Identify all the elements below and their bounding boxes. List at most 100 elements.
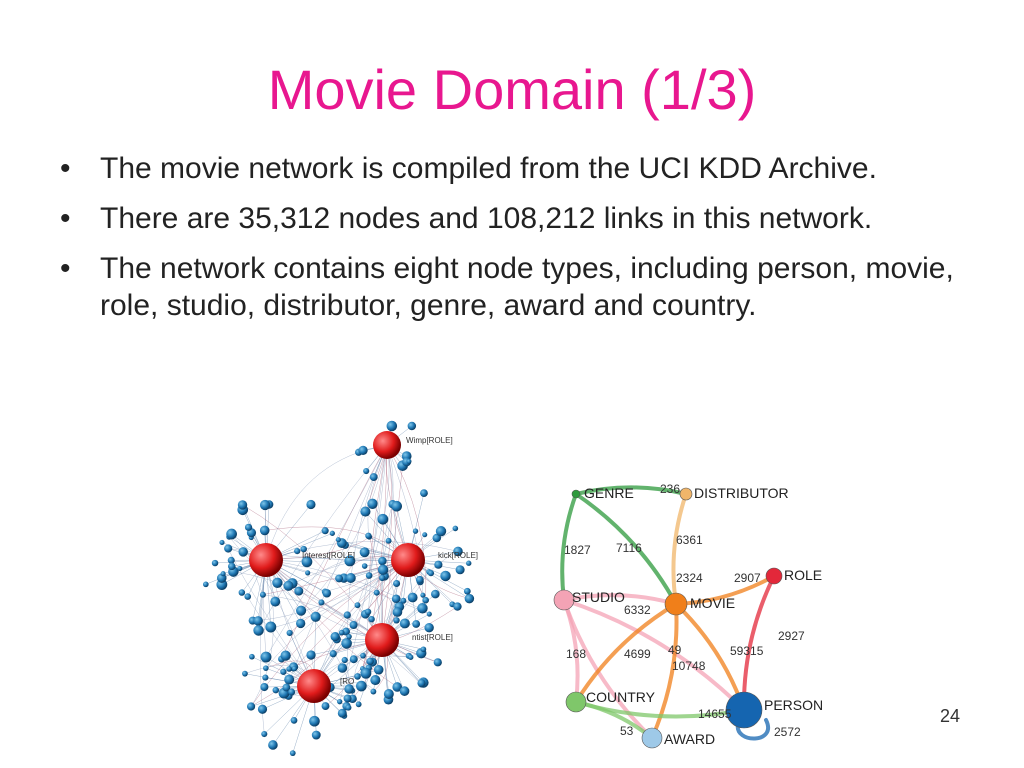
network-edge (386, 444, 397, 621)
schema-node-studio (553, 589, 575, 611)
network-node (272, 577, 283, 588)
network-node (310, 611, 321, 622)
network-node (337, 663, 348, 673)
network-node (335, 574, 344, 583)
network-node (253, 625, 264, 636)
network-node (244, 523, 253, 531)
hub-label: Wimp[ROLE] (406, 436, 453, 445)
network-node (301, 556, 313, 568)
network-node (363, 467, 370, 475)
network-node (412, 528, 419, 534)
network-node (354, 673, 361, 680)
page-number: 24 (940, 706, 961, 726)
network-node (265, 621, 277, 633)
network-node (420, 592, 426, 598)
network-node (228, 562, 236, 571)
network-edge (265, 444, 388, 658)
network-node (373, 589, 380, 596)
network-node (296, 618, 306, 629)
network-node (434, 560, 443, 569)
network-node (420, 646, 427, 653)
schema-edge-weight: 236 (660, 482, 680, 496)
network-node (335, 537, 341, 543)
network-node (294, 586, 304, 596)
network-node (349, 655, 358, 664)
schema-edge-weight: 14655 (698, 707, 732, 721)
network-edge (242, 504, 383, 641)
network-node (237, 500, 248, 510)
schema-node-person (725, 691, 763, 729)
network-node (343, 694, 352, 703)
network-hub-node (373, 431, 401, 459)
network-edge (262, 559, 409, 595)
network-node (270, 596, 281, 607)
network-node (343, 611, 351, 619)
network-node (284, 674, 295, 685)
network-edge (265, 559, 430, 615)
network-node (238, 547, 248, 557)
network-node (378, 556, 387, 566)
network-node (262, 674, 269, 681)
schema-node-label: DISTRIBUTOR (694, 485, 789, 501)
network-node (300, 545, 307, 553)
network-node (280, 650, 291, 661)
network-node (354, 602, 361, 609)
network-node (417, 679, 426, 688)
network-node (412, 620, 421, 628)
network-node (242, 670, 248, 677)
network-node (306, 650, 316, 660)
network-node (392, 607, 403, 617)
network-node (318, 599, 325, 606)
network-node (399, 618, 410, 629)
network-node (453, 602, 462, 611)
network-node (355, 701, 362, 708)
network-node (391, 594, 401, 604)
network-node (346, 633, 352, 640)
schema-node-role (765, 567, 783, 585)
network-node (260, 651, 272, 663)
network-node (360, 652, 366, 659)
network-node (288, 688, 296, 696)
network-node (426, 611, 432, 617)
network-node (261, 730, 268, 738)
network-node (420, 489, 428, 498)
network-node (283, 580, 294, 591)
schema-edge (650, 602, 679, 740)
schema-edge (562, 598, 746, 712)
network-hub-node (297, 669, 331, 703)
network-node (329, 650, 337, 658)
network-node (341, 656, 348, 664)
schema-edge-weight: 49 (668, 643, 682, 657)
bullet-dot: • (60, 152, 71, 185)
schema-edge-weight: 59315 (730, 644, 764, 658)
network-node (393, 579, 401, 587)
network-edge (368, 444, 388, 576)
network-node (306, 499, 316, 510)
schema-node-country (565, 691, 587, 713)
network-node (391, 500, 402, 512)
network-node (311, 730, 321, 740)
network-node (365, 532, 372, 539)
network-node (433, 658, 442, 667)
schema-edge (574, 492, 678, 606)
network-node (422, 532, 428, 538)
schema-edge-weight: 2927 (778, 629, 805, 643)
bullet-text: There are 35,312 nodes and 108,212 links… (100, 202, 873, 235)
network-node (282, 683, 291, 692)
network-node (385, 537, 392, 544)
network-node (364, 608, 372, 616)
network-node (259, 591, 266, 598)
hub-label: ntist[ROLE] (412, 633, 453, 642)
network-edge (386, 444, 427, 601)
schema-node-label: PERSON (764, 697, 823, 713)
schema-edge-weight: 6332 (624, 603, 651, 617)
slide-title: Movie Domain (1/3) (267, 58, 757, 121)
network-node (349, 620, 358, 630)
bullet-text: The movie network is compiled from the U… (100, 152, 877, 185)
network-node (344, 684, 354, 694)
network-node (224, 544, 233, 553)
schema-edge-weight: 7116 (616, 541, 642, 555)
schema-edge-weight: 4699 (624, 647, 651, 661)
schema-edge (574, 602, 678, 704)
